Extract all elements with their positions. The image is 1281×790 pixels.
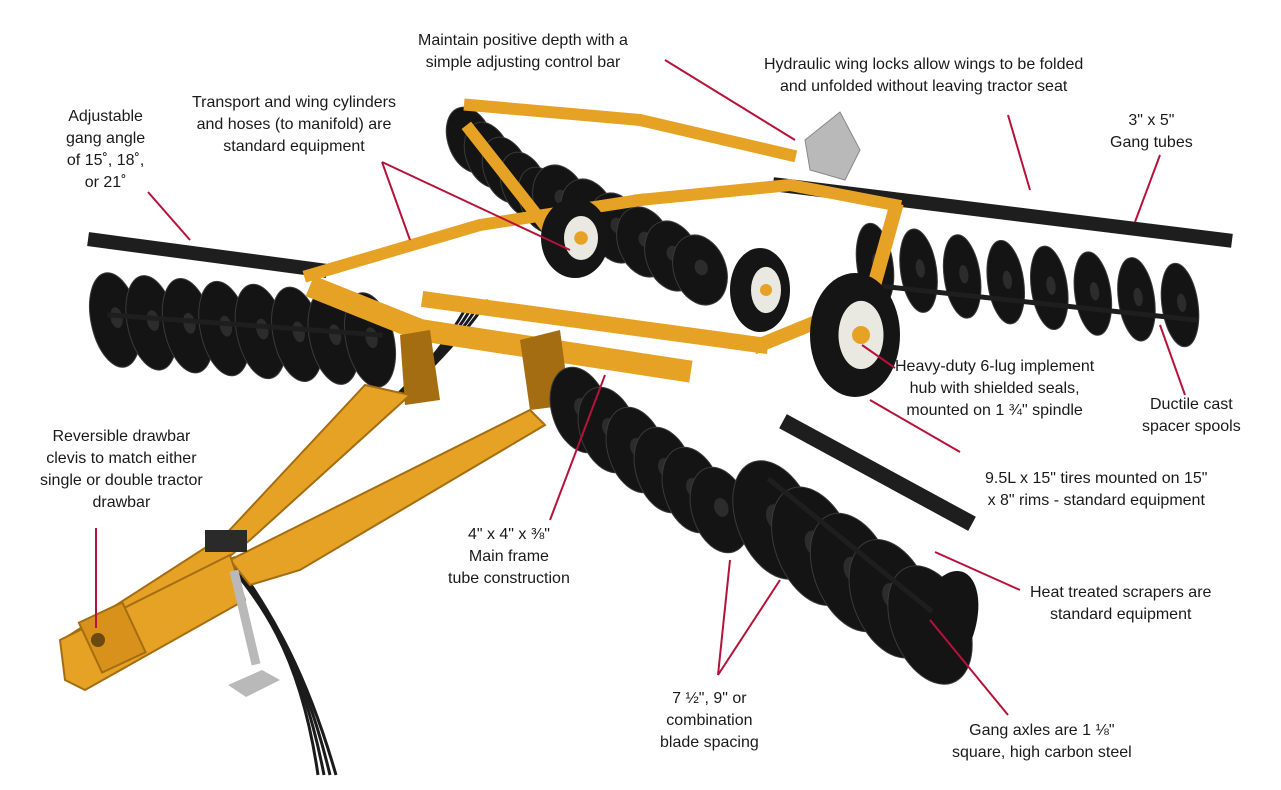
frame-upright	[400, 330, 440, 405]
right-wing-axle	[867, 282, 1198, 323]
diagonal-frame-beam-right	[633, 179, 903, 213]
callout-gang-axles: Gang axles are 1 ⅛" square, high carbon …	[952, 720, 1132, 764]
callout-hub-line-2: hub with shielded seals,	[909, 380, 1080, 397]
wheel-hub	[852, 326, 870, 344]
leader-line	[1134, 154, 1161, 223]
callout-drawbar-line-3: single or double tractor	[40, 472, 203, 489]
callout-depth-bar-line-2: simple adjusting control bar	[425, 54, 621, 71]
leader-lines	[95, 59, 1186, 716]
callout-drawbar-line-4: drawbar	[92, 494, 151, 511]
jack-foot	[228, 670, 280, 697]
callout-gang-axles-line-2: square, high carbon steel	[952, 744, 1132, 761]
leader-line	[381, 161, 571, 251]
main-frame	[58, 98, 904, 697]
depth-gauge-plate	[804, 111, 861, 181]
callout-gang-tubes: 3" x 5" Gang tubes	[1110, 110, 1193, 154]
callout-hub: Heavy-duty 6-lug implement hub with shie…	[895, 356, 1094, 422]
callout-wing-locks: Hydraulic wing locks allow wings to be f…	[764, 54, 1083, 98]
clevis-pin	[91, 633, 105, 647]
left-wing-axle	[107, 312, 383, 338]
leader-line	[869, 399, 961, 453]
front-right-gang-tube	[779, 414, 976, 531]
callout-depth-bar: Maintain positive depth with a simple ad…	[418, 30, 628, 74]
callout-blade-spacing-line-3: blade spacing	[660, 734, 759, 751]
hydraulic-manifold	[205, 530, 247, 552]
leader-line	[1007, 114, 1031, 191]
leader-line	[717, 559, 731, 676]
callout-drawbar: Reversible drawbar clevis to match eithe…	[40, 426, 203, 514]
right-wing-gang-blade-center	[1046, 276, 1056, 295]
callout-main-frame: 4" x 4" x ⅜" Main frame tube constructio…	[448, 524, 570, 590]
leader-line	[664, 59, 796, 141]
callout-spacer-spools: Ductile cast spacer spools	[1142, 394, 1241, 438]
callout-wing-locks-line-2: and unfolded without leaving tractor sea…	[779, 78, 1068, 95]
rear-center-gang-blade-center	[694, 259, 708, 276]
callout-tires-line-1: 9.5L x 15" tires mounted on 15"	[985, 470, 1208, 487]
wheel-hub	[574, 231, 588, 245]
callout-blade-spacing: 7 ½", 9" or combination blade spacing	[660, 688, 759, 754]
leader-line	[929, 619, 1009, 716]
callout-tires-line-2: x 8" rims - standard equipment	[987, 492, 1205, 509]
callout-main-frame-line-1: 4" x 4" x ⅜"	[467, 526, 550, 543]
leader-line	[381, 161, 411, 241]
callout-blade-spacing-line-2: combination	[666, 712, 753, 729]
callout-cylinders: Transport and wing cylinders and hoses (…	[192, 92, 396, 158]
front-frame-beam	[420, 290, 770, 355]
wheel-hub	[760, 284, 772, 296]
leader-line	[147, 191, 191, 241]
callout-hub-line-1: Heavy-duty 6-lug implement	[895, 358, 1095, 375]
left-wing-gang-tube	[87, 232, 328, 278]
right-wing-gang-blade-center	[1133, 287, 1143, 307]
leader-line	[717, 579, 781, 676]
callout-gang-tubes-line-1: 3" x 5"	[1128, 112, 1175, 129]
right-wing-gang-blade-center	[959, 264, 969, 284]
right-wing-gang-blade-center	[1089, 282, 1100, 301]
callout-main-frame-line-3: tube construction	[448, 570, 570, 587]
leader-line	[934, 551, 1021, 591]
callout-cylinders-line-2: and hoses (to manifold) are	[196, 116, 392, 133]
right-wing-gang-blade-center	[1177, 293, 1187, 312]
callout-spacer-spools-line-1: Ductile cast	[1150, 396, 1233, 413]
callout-drawbar-line-1: Reversible drawbar	[52, 428, 191, 445]
side-frame	[305, 275, 693, 383]
callout-gang-angle-line-1: Adjustable	[68, 108, 143, 125]
callout-tires: 9.5L x 15" tires mounted on 15" x 8" rim…	[985, 468, 1207, 512]
callout-drawbar-line-2: clevis to match either	[46, 450, 197, 467]
rear-frame-beam	[463, 98, 798, 163]
callout-depth-bar-line-1: Maintain positive depth with a	[418, 32, 628, 49]
hitch-tongue-right	[228, 408, 547, 587]
callout-hub-line-3: mounted on 1 ¾" spindle	[906, 402, 1083, 419]
callout-cylinders-line-1: Transport and wing cylinders	[192, 94, 396, 111]
callout-scrapers-line-2: standard equipment	[1049, 606, 1192, 623]
callout-gang-angle: Adjustable gang angle of 15˚, 18˚, or 21…	[66, 106, 145, 194]
callout-gang-angle-line-4: or 21˚	[84, 174, 127, 191]
jack-post	[229, 569, 261, 666]
callout-gang-axles-line-1: Gang axles are 1 ⅛"	[969, 722, 1115, 739]
end-blade	[911, 570, 979, 680]
callout-blade-spacing-line-1: 7 ½", 9" or	[672, 690, 747, 707]
right-wing-gang-blade-center	[915, 259, 925, 278]
callout-scrapers-line-1: Heat treated scrapers are	[1030, 584, 1212, 601]
front-right-axle	[766, 476, 934, 614]
callout-wing-locks-line-1: Hydraulic wing locks allow wings to be f…	[764, 56, 1084, 73]
callout-spacer-spools-line-2: spacer spools	[1142, 418, 1241, 435]
callout-main-frame-line-2: Main frame	[468, 548, 549, 565]
right-wing-gang-blade-center	[1002, 270, 1013, 290]
leader-line	[1159, 324, 1186, 396]
front-center-gang-blade-center	[713, 498, 729, 517]
leader-line	[549, 374, 606, 521]
callout-gang-angle-line-2: gang angle	[66, 130, 146, 147]
callout-gang-angle-line-3: of 15˚, 18˚,	[66, 152, 145, 169]
callout-scrapers: Heat treated scrapers are standard equip…	[1030, 582, 1211, 626]
leader-line	[861, 344, 896, 369]
callout-cylinders-line-3: standard equipment	[223, 138, 365, 155]
callout-gang-tubes-line-2: Gang tubes	[1110, 134, 1193, 151]
